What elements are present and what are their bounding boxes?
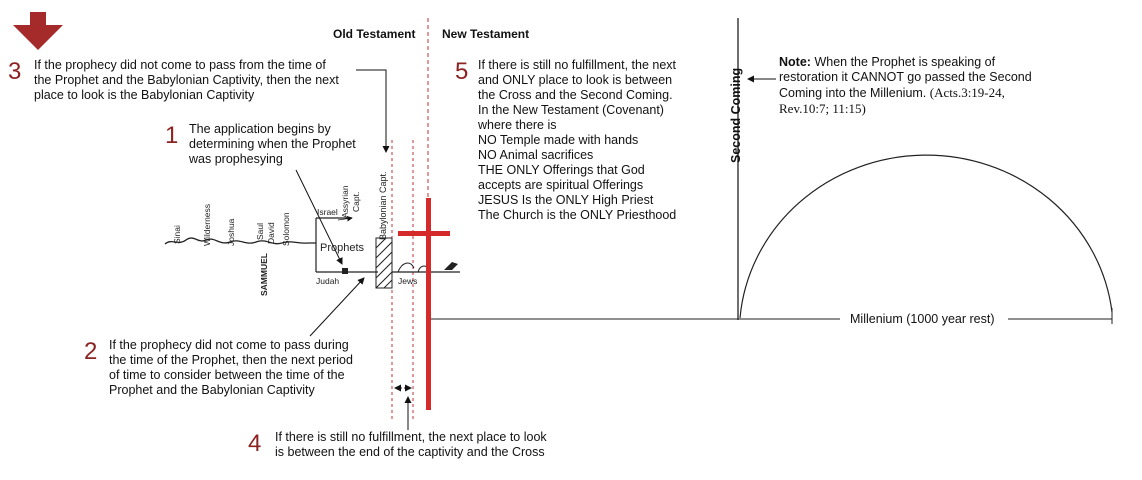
bird-icon (444, 262, 458, 270)
down-arrow-icon (13, 12, 63, 50)
note-text: Note: When the Prophet is speaking of re… (779, 55, 1032, 116)
step-5-text: If there is still no fulfillment, the ne… (478, 58, 676, 223)
second-coming-label: Second Coming (729, 67, 743, 163)
captivity-hatch (375, 237, 393, 289)
step-3-line: the Prophet and the Babylonian Captivity… (34, 73, 339, 87)
prophet-marker (342, 268, 348, 274)
step-5-line: and ONLY place to look is between (478, 73, 673, 87)
step-5-number: 5 (455, 58, 469, 85)
samuel-label: SAMMUEL (259, 253, 269, 296)
cross-beam (398, 231, 450, 236)
david-label: David (266, 222, 276, 244)
step-4-line: If there is still no fulfillment, the ne… (275, 430, 547, 444)
step-5-line: The Church is the ONLY Priesthood (478, 208, 677, 222)
prophets-label: Prophets (320, 242, 365, 254)
millenium-label: Millenium (1000 year rest) (850, 312, 995, 326)
step-5-line: where there is (478, 118, 557, 132)
note-line: Coming into the Millenium. (779, 86, 927, 100)
note-line: restoration it CANNOT go passed the Seco… (779, 70, 1032, 84)
note-label: Note: (779, 55, 811, 69)
step-5-line: NO Animal sacrifices (478, 148, 594, 162)
step-2-line: If the prophecy did not come to pass dur… (109, 338, 349, 352)
step-3-text: If the prophecy did not come to pass fro… (34, 58, 339, 103)
step-5-line: If there is still no fulfillment, the ne… (478, 58, 677, 72)
israel-label: Israel (317, 207, 338, 217)
jews-label: Jews (398, 276, 418, 286)
sinai-label: Sinai (172, 225, 182, 244)
judah-label: Judah (316, 276, 340, 286)
solomon-label: Solomon (281, 212, 291, 246)
saul-label: Saul (255, 222, 265, 240)
babylonian-capt-label: Babylonian Capt. (378, 171, 388, 240)
return-arc (397, 262, 415, 273)
step-2-line: the time of the Prophet, then the next p… (109, 353, 353, 367)
step-2-text: If the prophecy did not come to pass dur… (109, 338, 353, 398)
step-4-number: 4 (248, 430, 262, 457)
wilderness-label: Wilderness (202, 203, 212, 246)
step-1-number: 1 (165, 122, 179, 149)
cross-icon (426, 198, 431, 410)
step-1-line: was prophesying (189, 152, 283, 166)
step2-pointer-arrow (309, 277, 365, 337)
step-5-line: the Cross and the Second Coming. (478, 88, 673, 102)
old-testament-header: Old Testament (333, 27, 416, 41)
step-5-line: accepts are spiritual Offerings (478, 178, 644, 192)
step-5-line: NO Temple made with hands (478, 133, 639, 147)
step-2-line: Prophet and the Babylonian Captivity (109, 383, 315, 397)
step-4-text: If there is still no fulfillment, the ne… (275, 430, 547, 460)
step-1-line: determining when the Prophet (189, 137, 356, 151)
note-line: Rev.10:7; 11:15) (779, 101, 866, 116)
step3-pointer-arrow (356, 69, 390, 153)
step-1-text: The application begins by determining wh… (189, 122, 356, 167)
step-2-number: 2 (84, 338, 98, 365)
step-1-line: The application begins by (189, 122, 331, 136)
step-5-line: THE ONLY Offerings that God (478, 163, 645, 177)
timeline-line (164, 237, 316, 245)
joshua-label: Joshua (226, 218, 236, 246)
step-4-line: is between the end of the captivity and … (275, 445, 545, 459)
assyrian-label: Assyrian (340, 185, 350, 218)
note-line: (Acts.3:19-24, (929, 85, 1005, 100)
millenium-arc (739, 154, 1113, 319)
capt-label: Capt. (351, 191, 361, 212)
step-3-number: 3 (8, 58, 22, 85)
step-5-line: JESUS Is the ONLY High Priest (478, 193, 654, 207)
step-2-line: of time to consider between the time of … (109, 368, 345, 382)
step-5-line: In the New Testament (Covenant) (478, 103, 664, 117)
new-testament-header: New Testament (442, 27, 530, 41)
step-3-line: If the prophecy did not come to pass fro… (34, 58, 326, 72)
step-3-line: place to look is the Babylonian Captivit… (34, 88, 255, 102)
step1-pointer-arrow (295, 169, 343, 265)
note-line: When the Prophet is speaking of (814, 55, 996, 69)
